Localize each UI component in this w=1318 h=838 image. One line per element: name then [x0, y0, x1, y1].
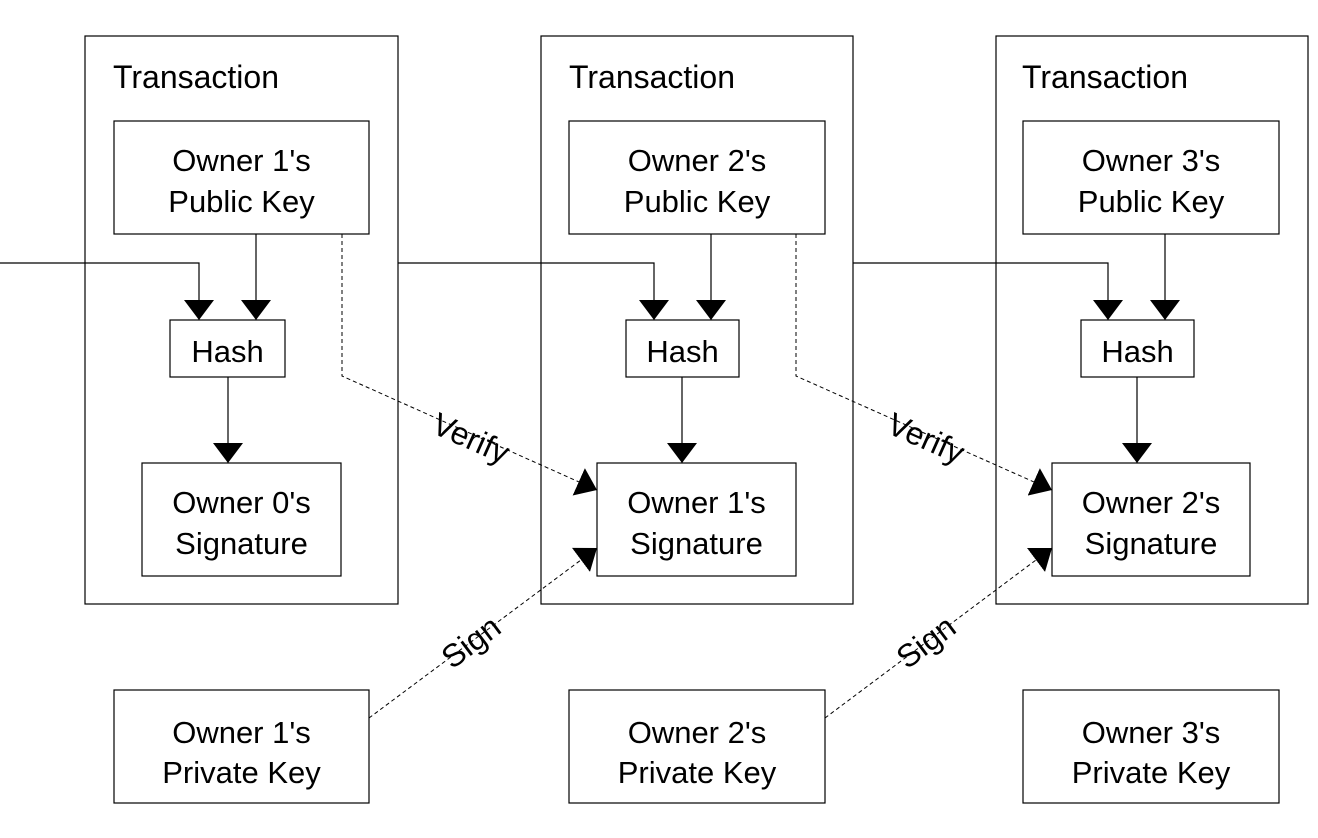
private-key-label: Private Key [162, 755, 321, 790]
private-key-owner: Owner 2's [628, 715, 767, 750]
sign-label-1: Sign [435, 608, 508, 675]
private-key-owner: Owner 3's [1082, 715, 1221, 750]
private-key-owner: Owner 1's [172, 715, 311, 750]
signature-box: Owner 0's Signature [141, 462, 342, 577]
hash-label: Hash [1101, 334, 1173, 369]
private-key-label: Private Key [1072, 755, 1231, 790]
private-key-box-3: Owner 3's Private Key [1022, 689, 1280, 804]
chain-link-arrow [853, 262, 1123, 320]
public-key-owner: Owner 3's [1082, 143, 1221, 178]
chain-link-incoming [0, 262, 214, 320]
sign-label-2: Sign [890, 608, 963, 675]
verify-arrow-2 [795, 234, 1053, 496]
public-key-box: Owner 2's Public Key [568, 120, 826, 235]
public-key-label: Public Key [168, 184, 315, 219]
private-key-label: Private Key [618, 755, 777, 790]
signature-owner: Owner 2's [1082, 485, 1221, 520]
public-key-owner: Owner 2's [628, 143, 767, 178]
verify-label-2: Verify [882, 406, 970, 471]
hash-label: Hash [191, 334, 263, 369]
public-key-label: Public Key [1078, 184, 1225, 219]
private-key-box-2: Owner 2's Private Key [568, 689, 826, 804]
transaction-block-1: Transaction Owner 1's Public Key Hash Ow… [0, 35, 399, 605]
transaction-title: Transaction [1022, 59, 1188, 95]
transaction-title: Transaction [569, 59, 735, 95]
hash-box: Hash [1080, 319, 1195, 378]
signature-owner: Owner 1's [627, 485, 766, 520]
transaction-block-3: Transaction Owner 3's Public Key Hash Ow… [853, 35, 1309, 605]
signature-owner: Owner 0's [172, 485, 311, 520]
verify-arrow-1 [341, 234, 598, 496]
hash-box: Hash [169, 319, 286, 378]
verify-label-1: Verify [427, 406, 515, 471]
signature-label: Signature [175, 526, 308, 561]
signature-label: Signature [1085, 526, 1218, 561]
public-key-box: Owner 1's Public Key [113, 120, 370, 235]
signature-box: Owner 2's Signature [1051, 462, 1251, 577]
sign-arrow-2 [824, 547, 1053, 719]
chain-link-arrow [398, 262, 669, 320]
transaction-block-2: Transaction Owner 2's Public Key Hash Ow… [398, 35, 854, 605]
signature-box: Owner 1's Signature [596, 462, 797, 577]
public-key-label: Public Key [624, 184, 771, 219]
public-key-box: Owner 3's Public Key [1022, 120, 1280, 235]
sign-arrow-1 [368, 547, 598, 719]
signature-label: Signature [630, 526, 763, 561]
transaction-title: Transaction [113, 59, 279, 95]
hash-label: Hash [646, 334, 718, 369]
hash-box: Hash [625, 319, 740, 378]
public-key-owner: Owner 1's [172, 143, 311, 178]
private-key-box-1: Owner 1's Private Key [113, 689, 370, 804]
